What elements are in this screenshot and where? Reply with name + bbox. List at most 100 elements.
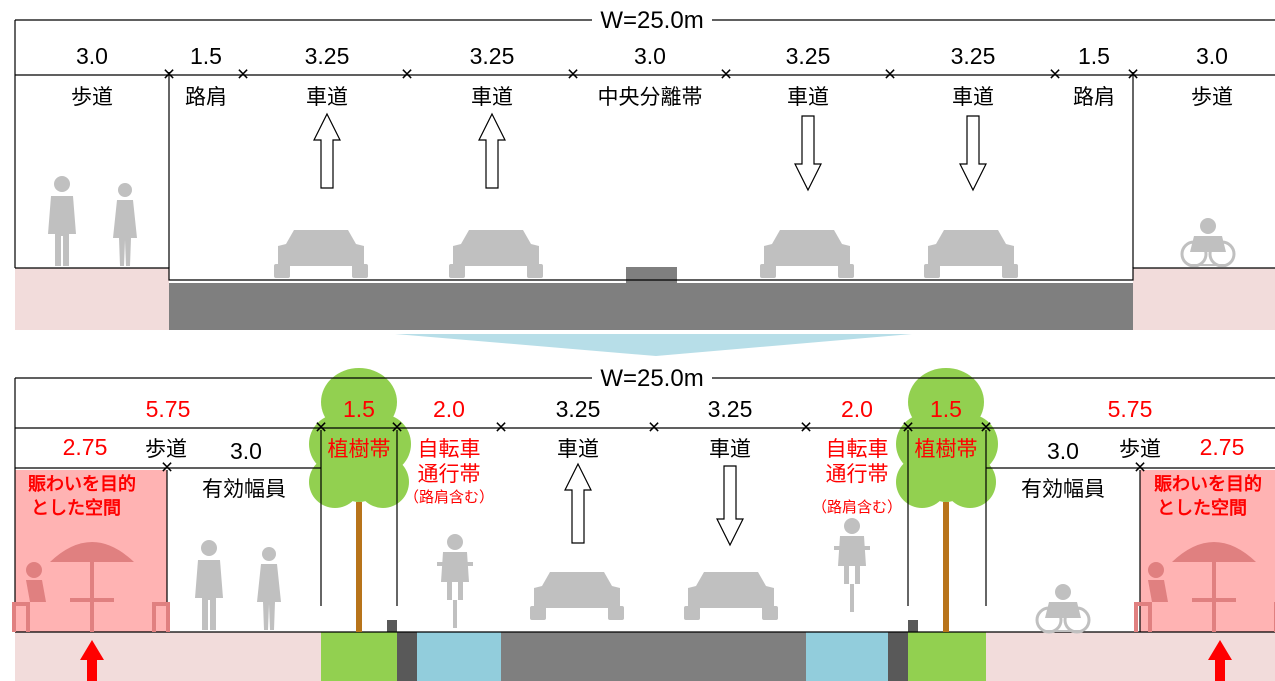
right-plaza-width: 2.75 [1200,434,1245,460]
bottom-roadway [501,632,806,681]
right-effective-label: 有効幅員 [1021,478,1105,501]
transition-funnel [395,334,912,356]
svg-text:×: × [1127,63,1139,86]
left-bike-width: 2.0 [433,396,465,422]
car-icon [274,230,368,278]
svg-text:×: × [401,63,413,86]
pointer-arrow-icon [80,640,104,681]
left-bike-label-1: 自転車 [418,438,481,461]
right-bike-label-1: 自転車 [826,438,889,461]
right-tree-label: 植樹帯 [915,438,978,461]
top-seg-width-4: 3.25 [470,43,515,69]
top-seg-label-4: 車道 [471,86,513,109]
top-seg-width-7: 3.25 [951,43,996,69]
svg-text:×: × [720,63,732,86]
right-sidewalk-label: 歩道 [1119,438,1161,461]
car-icon [684,572,778,620]
top-seg-width-3: 3.25 [305,43,350,69]
bottom-cross-section: W=25.0m × × × × × × × × × 5.75 1.5 2.0 2… [12,365,1275,681]
svg-text:×: × [648,416,660,439]
center-lane-label-1: 車道 [557,438,599,461]
left-bike-label-2: 通行帯 [418,463,481,486]
center-lane-width-1: 3.25 [556,396,601,422]
curb-right [888,632,908,681]
svg-text:×: × [163,63,175,86]
left-plaza-label-1: 賑わいを目的 [28,473,136,494]
right-effective-width: 3.0 [1047,438,1079,464]
svg-text:×: × [1134,456,1146,479]
curb-post-left [387,620,397,632]
svg-text:×: × [902,416,914,439]
center-lane-width-2: 3.25 [708,396,753,422]
center-lane-label-2: 車道 [709,438,751,461]
wheelchair-icon [1180,216,1236,268]
bottom-total-width: W=25.0m [600,365,703,392]
left-sidewalk-total: 5.75 [146,396,191,422]
direction-arrow-icon [478,112,506,189]
pedestrian-icon [195,540,223,630]
top-seg-label-3: 車道 [306,86,348,109]
curb-post-right [908,620,918,632]
wheelchair-icon [1035,582,1091,634]
right-tree-width: 1.5 [930,396,962,422]
top-seg-label-6: 車道 [787,86,829,109]
direction-arrow-icon [959,115,987,192]
cyclist-icon [834,518,870,612]
top-seg-label-7: 車道 [952,86,994,109]
left-tree-width: 1.5 [343,396,375,422]
bike-lane-left [417,632,501,681]
direction-arrow-icon [564,462,592,544]
right-bike-width: 2.0 [841,396,873,422]
tree-belt-left [321,632,397,681]
top-seg-label-1: 歩道 [71,86,113,109]
left-bike-note: （路肩含む） [404,489,494,506]
pointer-arrow-icon [1208,640,1232,681]
top-seg-width-9: 3.0 [1196,43,1228,69]
pedestrian-icon [113,183,137,266]
top-sidewalk-right [1133,268,1275,330]
svg-text:×: × [800,416,812,439]
top-sidewalk-left [15,268,169,330]
svg-text:×: × [567,63,579,86]
car-icon [924,230,1018,278]
pedestrian-icon [48,176,76,266]
car-icon [449,230,543,278]
svg-text:×: × [391,416,403,439]
right-bike-label-2: 通行帯 [826,463,889,486]
tree-belt-right [908,632,986,681]
svg-text:×: × [315,416,327,439]
right-plaza-label-2: とした空間 [1157,497,1247,518]
top-seg-width-6: 3.25 [786,43,831,69]
direction-arrow-icon [794,115,822,192]
top-total-width-text: W=25.0m [600,7,703,34]
svg-text:×: × [161,456,173,479]
svg-text:×: × [980,416,992,439]
direction-arrow-icon [716,465,744,547]
pedestrian-icon [257,547,281,630]
top-seg-label-2: 路肩 [185,86,227,109]
bottom-sidewalk-right [986,632,1275,681]
top-seg-label-9: 歩道 [1191,86,1233,109]
top-seg-width-1: 3.0 [76,43,108,69]
bike-lane-right [806,632,888,681]
top-seg-width-8: 1.5 [1078,43,1110,69]
curb-left [397,632,417,681]
top-seg-width-2: 1.5 [190,43,222,69]
car-icon [760,230,854,278]
top-roadway [169,283,1133,330]
svg-text:×: × [1049,63,1061,86]
left-plaza-width: 2.75 [63,434,108,460]
top-seg-label-5: 中央分離帯 [598,86,703,109]
bottom-sidewalk-left [15,632,321,681]
car-icon [530,572,624,620]
left-effective-width: 3.0 [230,438,262,464]
svg-text:×: × [495,416,507,439]
top-seg-width-5: 3.0 [634,43,666,69]
top-median [626,267,677,283]
direction-arrow-icon [313,112,341,189]
top-cross-section: W=25.0m W=25.0m × × × × × × × × 3.0 1.5 … [14,7,1275,330]
right-sidewalk-total: 5.75 [1108,396,1153,422]
top-seg-label-8: 路肩 [1073,86,1115,109]
left-sidewalk-label: 歩道 [145,438,187,461]
